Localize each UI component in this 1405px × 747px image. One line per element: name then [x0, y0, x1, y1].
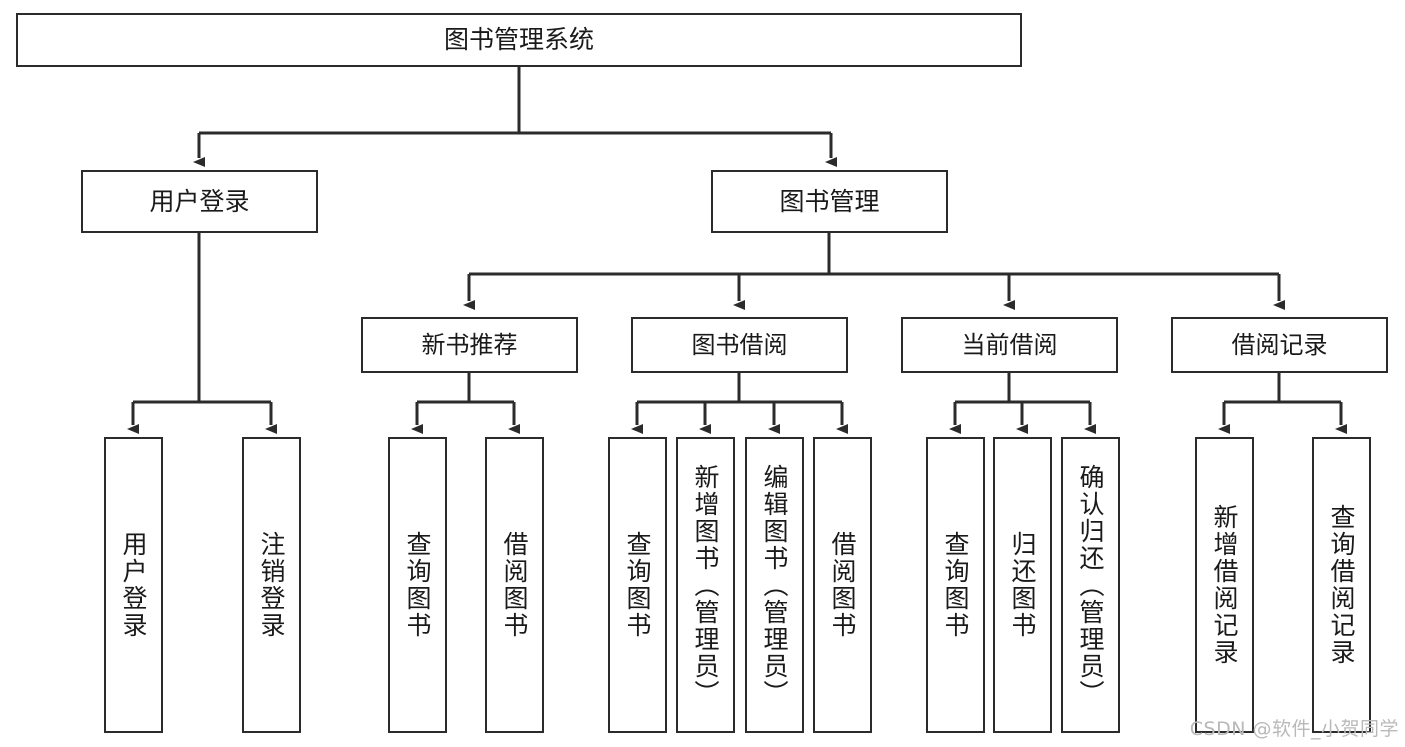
node-book-borrow[interactable]: 图书借阅 — [631, 317, 848, 373]
leaf-user-login[interactable]: 用户登录 — [104, 437, 163, 733]
leaf-query-book-3[interactable]: 查询图书 — [926, 437, 985, 733]
node-new-book-recommend-label: 新书推荐 — [421, 330, 518, 359]
leaf-add-record[interactable]: 新增借阅记录 — [1195, 437, 1254, 733]
node-user-login[interactable]: 用户登录 — [81, 170, 318, 233]
leaf-query-book-2-label: 查询图书 — [623, 531, 652, 639]
leaf-borrow-book-2-label: 借阅图书 — [828, 531, 857, 639]
leaf-confirm-return[interactable]: 确认归还（管理员） — [1061, 437, 1120, 733]
leaf-edit-book-label: 编辑图书（管理员） — [760, 463, 789, 707]
node-book-borrow-label: 图书借阅 — [691, 330, 788, 359]
leaf-borrow-book-2[interactable]: 借阅图书 — [813, 437, 872, 733]
leaf-user-login-label: 用户登录 — [119, 531, 148, 639]
leaf-logout-login-label: 注销登录 — [257, 531, 286, 639]
node-new-book-recommend[interactable]: 新书推荐 — [361, 317, 578, 373]
leaf-query-book-1-label: 查询图书 — [403, 531, 432, 639]
leaf-query-record-label: 查询借阅记录 — [1327, 504, 1356, 666]
leaf-add-book-label: 新增图书（管理员） — [691, 463, 720, 707]
node-book-manage-label: 图书管理 — [779, 186, 880, 216]
leaf-query-record[interactable]: 查询借阅记录 — [1312, 437, 1371, 733]
leaf-add-book[interactable]: 新增图书（管理员） — [676, 437, 735, 733]
leaf-query-book-2[interactable]: 查询图书 — [608, 437, 667, 733]
node-borrow-record-label: 借阅记录 — [1231, 330, 1328, 359]
node-root[interactable]: 图书管理系统 — [16, 13, 1022, 67]
leaf-add-record-label: 新增借阅记录 — [1210, 504, 1239, 666]
node-root-label: 图书管理系统 — [443, 25, 594, 55]
leaf-query-book-1[interactable]: 查询图书 — [388, 437, 447, 733]
node-book-manage[interactable]: 图书管理 — [711, 170, 948, 233]
node-borrow-record[interactable]: 借阅记录 — [1171, 317, 1388, 373]
leaf-borrow-book-1[interactable]: 借阅图书 — [485, 437, 544, 733]
leaf-borrow-book-1-label: 借阅图书 — [500, 531, 529, 639]
node-current-borrow[interactable]: 当前借阅 — [901, 317, 1118, 373]
leaf-return-book-label: 归还图书 — [1008, 531, 1037, 639]
leaf-query-book-3-label: 查询图书 — [941, 531, 970, 639]
leaf-logout-login[interactable]: 注销登录 — [242, 437, 301, 733]
leaf-edit-book[interactable]: 编辑图书（管理员） — [745, 437, 804, 733]
node-user-login-label: 用户登录 — [149, 186, 250, 216]
leaf-return-book[interactable]: 归还图书 — [993, 437, 1052, 733]
node-current-borrow-label: 当前借阅 — [961, 330, 1058, 359]
leaf-confirm-return-label: 确认归还（管理员） — [1076, 463, 1105, 707]
